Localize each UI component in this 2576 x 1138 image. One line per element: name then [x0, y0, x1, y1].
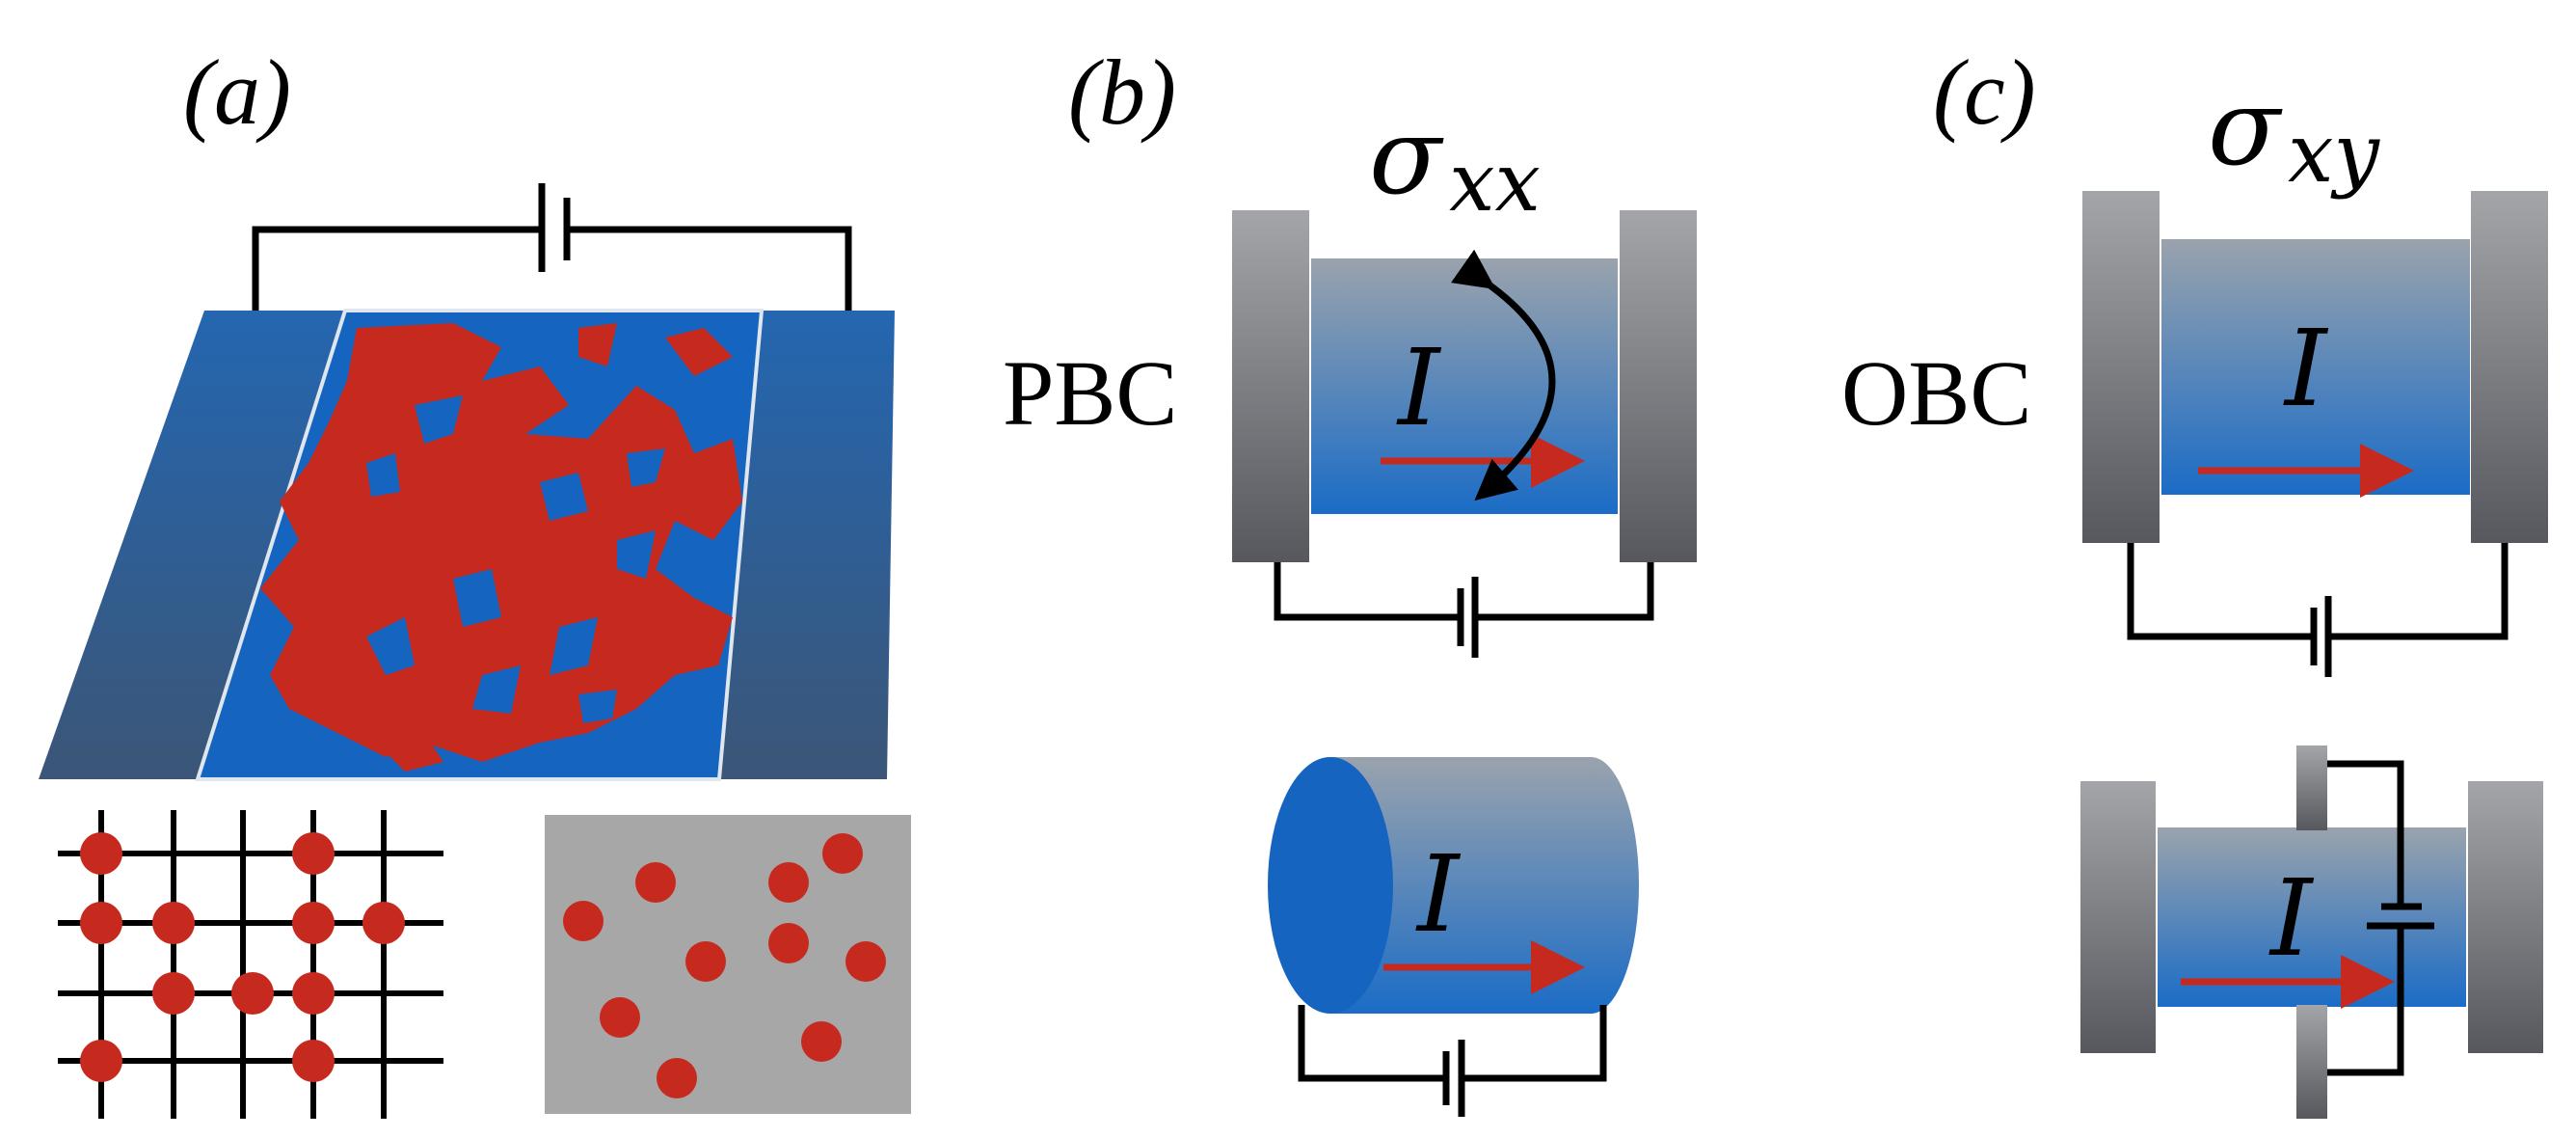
random-impurities — [545, 815, 911, 1114]
current-label-cylinder: I — [1415, 832, 1462, 956]
sample-bar-c — [2161, 239, 2470, 495]
panel-a-label: (a) — [183, 41, 291, 144]
lattice — [58, 810, 443, 1119]
sigma-symbol-c: σ — [2208, 66, 2283, 189]
panel-b: (b) σxx PBC I I — [1003, 41, 1697, 1117]
sigma-xx-label: σxx — [1369, 95, 1541, 230]
sigma-symbol: σ — [1369, 95, 1444, 218]
right-lead-slab — [719, 311, 895, 779]
left-lead-hall — [2080, 781, 2156, 1053]
current-label-hall: I — [2268, 856, 2315, 980]
battery-cylinder — [1298, 1005, 1607, 1117]
sigma-xy-label: σxy — [2208, 66, 2380, 201]
panel-c: (c) σxy OBC I I — [1841, 41, 2548, 1119]
hall-probe-bottom — [2296, 1005, 2327, 1119]
battery-hall — [2327, 760, 2434, 1076]
hall-probe-top — [2296, 745, 2327, 830]
left-lead-c — [2082, 191, 2160, 543]
current-label-b: I — [1396, 326, 1442, 449]
pbc-label: PBC — [1003, 341, 1177, 445]
sample-bar-b — [1311, 258, 1618, 514]
current-label-c: I — [2283, 307, 2329, 430]
blue-holes — [366, 395, 665, 723]
periodic-arrow — [1451, 249, 1556, 501]
panel-c-label: (c) — [1933, 41, 2036, 144]
panel-b-label: (b) — [1068, 41, 1176, 144]
sigma-subscript: xx — [1449, 135, 1541, 230]
battery-c — [2127, 543, 2509, 677]
right-lead-c — [2471, 191, 2548, 543]
right-lead-b — [1620, 210, 1697, 562]
panel-a: (a) — [39, 41, 911, 1119]
left-lead-slab — [39, 311, 345, 779]
obc-label: OBC — [1841, 341, 2031, 445]
battery-b — [1274, 562, 1654, 658]
sample-bar-hall — [2158, 827, 2466, 1007]
hall-bar — [2080, 745, 2543, 1119]
right-lead-hall — [2468, 781, 2543, 1053]
left-lead-b — [1232, 210, 1309, 562]
sigma-subscript-c: xy — [2288, 106, 2380, 201]
cylinder-face — [1268, 757, 1393, 1014]
